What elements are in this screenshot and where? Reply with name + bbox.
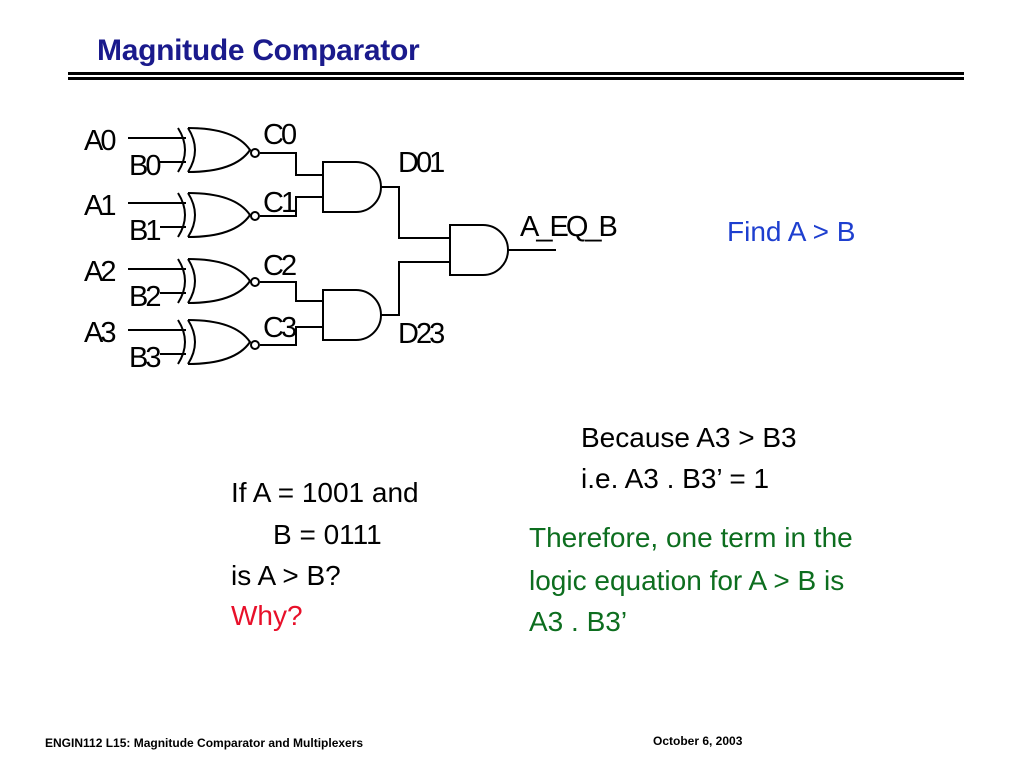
wires-xnor-to-and	[260, 152, 323, 346]
label-c0: C0	[263, 119, 296, 151]
therefore-line-1: Therefore, one term in the	[529, 522, 853, 553]
why-text: Why?	[231, 600, 303, 631]
label-a-eq-b: A_EQ_B	[520, 211, 616, 243]
label-b3: B3	[129, 342, 160, 374]
find-text: Find A > B	[727, 216, 856, 247]
label-a1: A1	[84, 190, 115, 222]
comparator-circuit: A0 B0 A1 B1 A2 B2 A3 B3 C0 C1 C2 C3 D01 …	[84, 119, 619, 374]
question-line-1: If A = 1001 and	[231, 477, 419, 508]
xnor-gate-1	[128, 192, 260, 238]
page-title: Magnitude Comparator	[97, 34, 420, 67]
label-d01: D01	[398, 147, 444, 179]
therefore-line-3: A3 . B3’	[529, 606, 628, 637]
xnor-gate-3	[128, 319, 260, 365]
label-c1: C1	[263, 187, 296, 219]
xnor-gate-2	[128, 258, 260, 304]
label-b0: B0	[129, 150, 160, 182]
label-c3: C3	[263, 312, 296, 344]
title-rule-top	[68, 72, 964, 75]
circuit-labels: A0 B0 A1 B1 A2 B2 A3 B3 C0 C1 C2 C3 D01 …	[84, 119, 619, 374]
label-c2: C2	[263, 250, 296, 282]
title-rule-bottom	[68, 77, 964, 80]
label-a0: A0	[84, 125, 115, 157]
label-b1: B1	[129, 215, 160, 247]
because-line-1: Because A3 > B3	[581, 422, 797, 453]
footer-course: ENGIN112 L15: Magnitude Comparator and M…	[45, 736, 364, 750]
because-line-2: i.e. A3 . B3’ = 1	[581, 463, 770, 494]
and-gate-d01	[322, 161, 450, 239]
label-a2: A2	[84, 256, 115, 288]
footer-date: October 6, 2003	[653, 734, 743, 748]
and-gate-d23	[322, 261, 450, 341]
and-gate-final	[449, 224, 556, 276]
question-line-3: is A > B?	[231, 560, 341, 591]
label-d23: D23	[398, 318, 444, 350]
label-b2: B2	[129, 281, 160, 313]
label-a3: A3	[84, 317, 115, 349]
xnor-gate-0	[128, 127, 260, 173]
therefore-line-2: logic equation for A > B is	[529, 565, 845, 596]
question-line-2: B = 0111	[273, 519, 382, 550]
